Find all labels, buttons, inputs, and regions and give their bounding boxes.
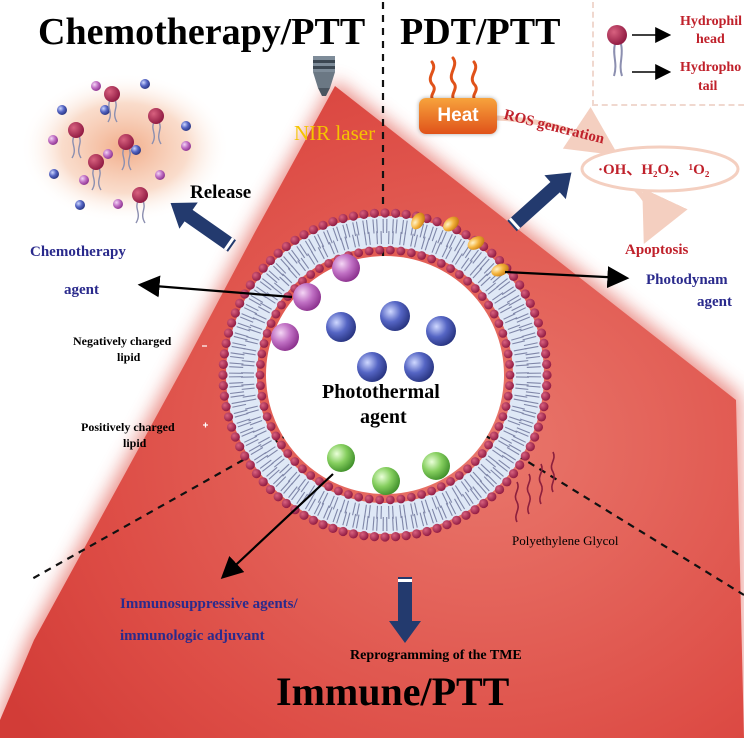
photothermal-agent-label: Photothermal [322,381,440,403]
legend-tail-label: Hydropho [680,60,742,75]
encapsulated-drugs [271,212,509,495]
release-label: Release [190,182,252,203]
peg-chains [514,451,555,523]
immune-drug [327,444,355,472]
negative-lipid-label-2: lipid [117,350,141,364]
released-lipid [118,134,134,171]
released-lipid [148,108,164,145]
navy-arrows [170,172,572,643]
chemotherapy-agent-label-2: agent [64,282,99,298]
legend-tail-label-2: tail [698,79,718,94]
legend-lipid-icon [607,25,672,80]
legend-box [592,2,744,106]
heat-label: Heat [437,105,479,126]
photodynamic-drug [411,212,425,230]
legend-head-label: Hydrophil [680,14,742,29]
photodynamic-agent-label: Photodynam [646,272,728,288]
released-drug [113,199,123,209]
photodynamic-drug [491,263,509,277]
liposome [202,208,552,542]
negative-lipid-label: Negatively charged [73,334,172,348]
legend-head-label-2: head [696,32,725,47]
chemotherapy-drug [293,283,321,311]
apoptosis-label: Apoptosis [625,242,689,258]
released-lipid [88,154,104,191]
photodynamic-drug [443,216,459,232]
title-immune-ptt: Immune/PTT [276,669,510,714]
ros-species-label: ·OH、H₂O₂、¹O₂ [598,162,710,178]
released-drug [131,145,141,155]
photodynamic-agent-label-2: agent [697,294,732,310]
chemotherapy-drug [271,323,299,351]
immuno-agents-label: Immunosuppressive agents/ [120,596,298,612]
photothermal-drug [426,316,456,346]
immune-drug [372,467,400,495]
released-drug [49,169,59,179]
photothermal-drug [326,312,356,342]
immune-drug [422,452,450,480]
nir-laser-label: NIR laser [294,121,376,145]
released-drug [75,200,85,210]
tme-arrow [389,577,421,643]
photothermal-agent-label-2: agent [360,406,407,428]
released-drug-cloud [20,73,230,224]
released-drug [48,135,58,145]
heat-box: Heat [419,98,497,134]
immuno-agents-label-2: immunologic adjuvant [120,628,265,644]
released-lipid [104,86,120,123]
photothermal-drug [357,352,387,382]
chemotherapy-agent-label: Chemotherapy [30,244,126,260]
released-drug [181,141,191,151]
release-arrow [170,202,237,252]
peg-label: Polyethylene Glycol [512,533,619,548]
laser-device [313,56,335,96]
released-drug [91,81,101,91]
title-chemotherapy-ptt: Chemotherapy/PTT [38,11,366,53]
title-pdt-ptt: PDT/PTT [400,11,561,53]
positive-lipid-label-2: lipid [123,436,147,450]
pointer-arrows [137,266,630,580]
released-lipid [132,187,148,224]
released-drug [100,105,110,115]
tme-label: Reprogramming of the TME [350,648,522,663]
released-lipid [68,122,84,159]
released-drug [181,121,191,131]
charge-marks [202,345,208,428]
chemotherapy-drug [332,254,360,282]
released-drug [79,175,89,185]
lipid-tails [229,219,541,531]
released-drug [155,170,165,180]
positive-lipid-label: Positively charged [81,420,175,434]
released-drug [103,149,113,159]
released-drug [140,79,150,89]
photothermal-drug [380,301,410,331]
released-drug [57,105,67,115]
pdt-output-arrow [507,172,572,232]
ros-species-bubble [580,145,740,193]
heat-wave-icon [428,56,478,100]
photothermal-drug [404,352,434,382]
photodynamic-drug [467,236,485,250]
